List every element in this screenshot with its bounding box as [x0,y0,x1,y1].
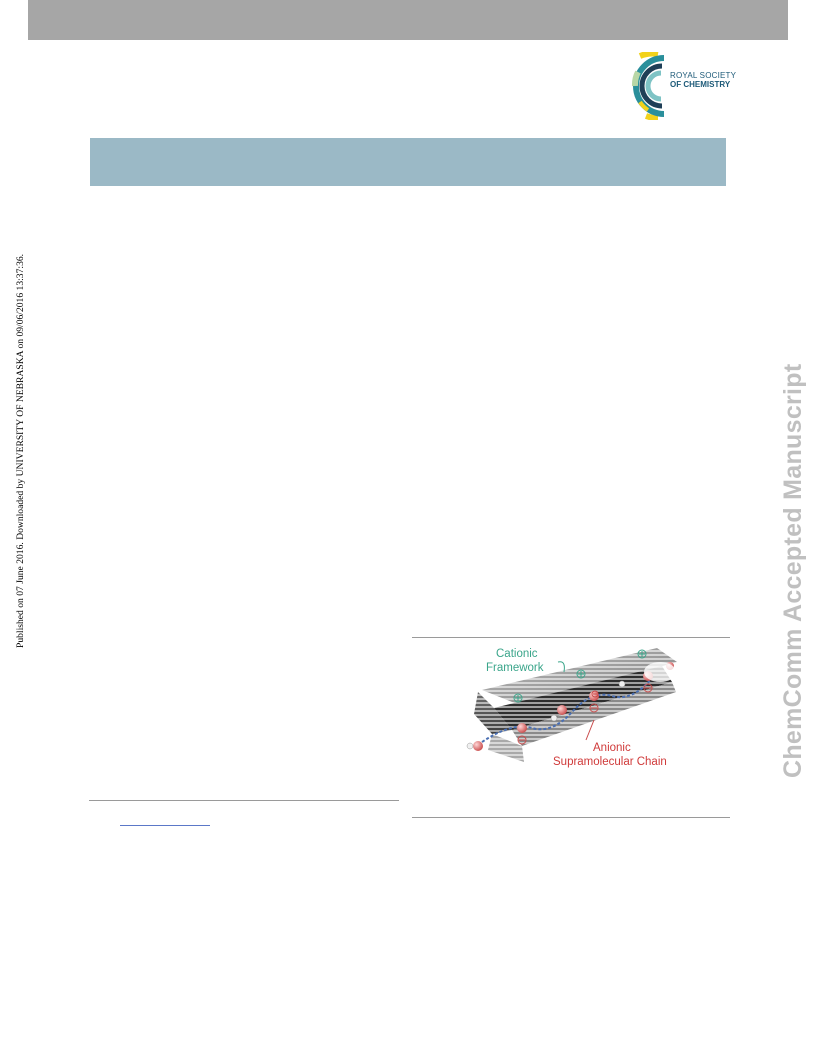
accepted-manuscript-watermark: ChemComm Accepted Manuscript [779,363,807,779]
figure-top-rule [412,637,730,638]
publication-download-note: Published on 07 June 2016. Downloaded by… [15,253,26,648]
label-cationic: Cationic [496,648,538,660]
article-type-band [90,138,726,186]
toc-graphic: Cationic Framework Anionic Supramolecula… [462,642,684,782]
logo-text-royal-society: ROYAL SOCIETY [670,71,737,80]
footnote-rule [89,800,399,801]
framework-illustration [466,646,680,764]
label-framework: Framework [486,662,544,674]
rsc-logo-mark [631,50,665,121]
logo-text-of-chemistry: OF CHEMISTRY [670,80,731,89]
label-anionic: Anionic [593,742,631,754]
journal-header-bar [28,0,788,40]
rsc-logo: ROYAL SOCIETY OF CHEMISTRY [628,50,736,121]
figure-bottom-rule [412,817,730,818]
doi-link[interactable] [120,825,210,826]
label-supramolecular-chain: Supramolecular Chain [553,756,667,768]
